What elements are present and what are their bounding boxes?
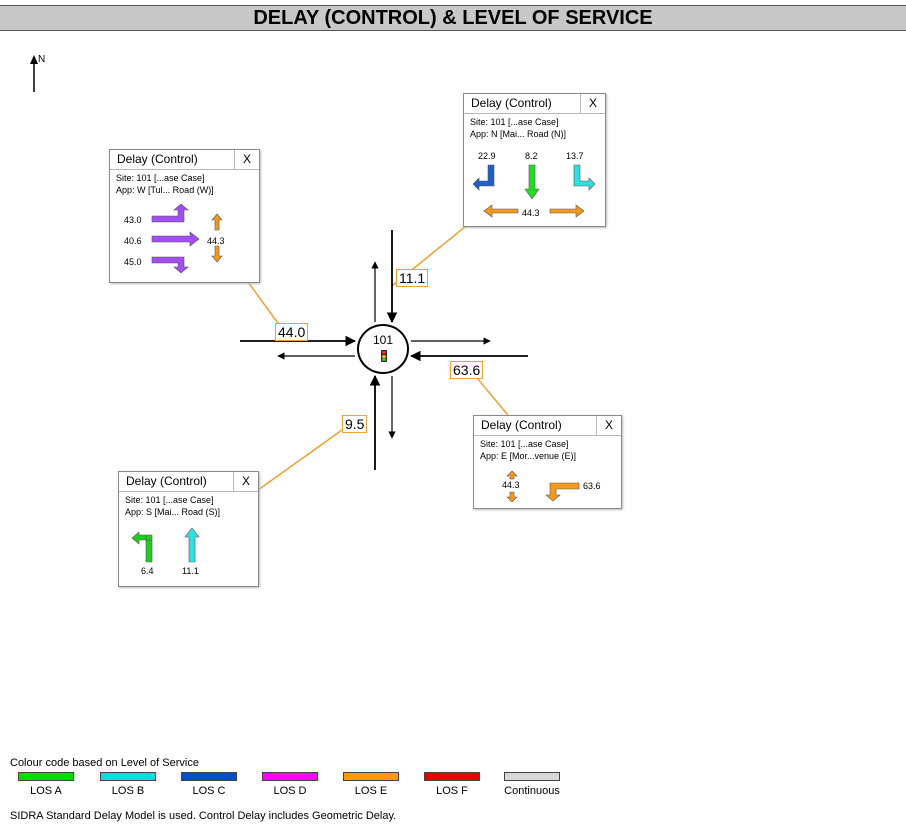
right-turn-delay: 45.0 [124,257,142,267]
approach-delay-east: 63.6 [450,361,484,379]
approach-text: App: S [Mai... Road (S)] [125,507,221,517]
approach-delay-north: 11.1 [396,269,429,287]
close-button[interactable]: X [233,472,258,491]
pedestrian-arrow-icon [211,213,223,263]
popup-info: Site: 101 [...ase Case] App: S [Mai... R… [125,494,220,518]
pedestrian-delay: 44.3 [207,236,225,246]
popup-title: Delay (Control) [474,416,621,436]
popup-title: Delay (Control) [110,150,259,170]
approach-text: App: N [Mai... Road (N)] [470,129,567,139]
legend-label: LOS E [354,785,388,797]
north-label: N [38,54,46,65]
delay-popup-west: Delay (Control) X Site: 101 [...ase Case… [109,149,260,283]
left-turn-delay: 6.4 [141,566,154,576]
legend-item: LOS E [343,772,399,798]
legend-swatch [100,772,156,781]
legend-label: LOS A [30,785,62,797]
delay-popup-south: Delay (Control) X Site: 101 [...ase Case… [118,471,259,587]
movement-arrows [506,470,580,503]
legend-swatch [181,772,237,781]
right-turn-delay: 22.9 [478,151,496,161]
popup-info: Site: 101 [...ase Case] App: N [Mai... R… [470,116,566,140]
legend-title: Colour code based on Level of Service [10,757,199,769]
approach-delay-west: 44.0 [275,323,309,341]
through-arrow-icon [151,231,200,247]
popup-title: Delay (Control) [464,94,605,114]
site-text: Site: 101 [...ase Case] [125,495,214,505]
north-arrow-icon [30,55,38,92]
legend-swatch [262,772,318,781]
footnote: SIDRA Standard Delay Model is used. Cont… [10,810,397,822]
left-turn-arrow-icon [151,203,189,223]
right-turn-arrow-icon [472,164,495,191]
legend-label: LOS D [273,785,307,797]
through-arrow-icon [184,527,200,563]
legend-item: LOS D [262,772,318,798]
site-text: Site: 101 [...ase Case] [470,117,559,127]
delay-popup-north: Delay (Control) X Site: 101 [...ase Case… [463,93,606,227]
legend-label: LOS F [436,785,468,797]
legend-item: LOS C [181,772,237,798]
approach-text: App: E [Mor...venue (E)] [480,451,577,461]
pedestrian-arrow-icon [483,204,585,218]
close-button[interactable]: X [234,150,259,169]
pedestrian-delay: 44.3 [502,480,520,490]
through-delay: 11.1 [182,566,199,576]
left-turn-delay: 63.6 [583,481,601,491]
node-id: 101 [372,333,394,347]
left-turn-delay: 43.0 [124,215,142,225]
right-turn-arrow-icon [151,256,189,274]
left-turn-arrow-icon [573,164,596,191]
legend-label: LOS B [111,785,145,797]
legend-swatch [504,772,560,781]
delay-popup-east: Delay (Control) X Site: 101 [...ase Case… [473,415,622,509]
movement-arrows [151,203,223,274]
left-turn-arrow-icon [131,531,153,563]
legend-swatch [18,772,74,781]
movement-arrows [472,164,596,218]
legend-item: LOS F [424,772,480,798]
through-arrow-icon [524,164,540,200]
legend-label: Continuous [504,785,560,797]
through-delay: 40.6 [124,236,142,246]
approach-delay-south: 9.5 [342,415,368,433]
legend-item: LOS B [100,772,156,798]
intersection-node[interactable]: 101 [357,324,409,374]
approach-text: App: W [Tul... Road (W)] [116,185,214,195]
through-delay: 8.2 [525,151,538,161]
leader-line-west [247,281,281,327]
movement-arrows [131,527,200,563]
legend-swatch [343,772,399,781]
leader-line-east [471,371,513,421]
popup-title: Delay (Control) [119,472,258,492]
north-arrow: N [30,55,45,98]
traffic-signal-icon [381,350,387,362]
left-turn-delay: 13.7 [566,151,584,161]
close-button[interactable]: X [596,416,621,435]
legend-swatch [424,772,480,781]
close-button[interactable]: X [580,94,605,113]
pedestrian-arrow-icon [506,470,518,503]
site-text: Site: 101 [...ase Case] [480,439,569,449]
page-title: DELAY (CONTROL) & LEVEL OF SERVICE [0,5,906,31]
legend-label: LOS C [192,785,226,797]
popup-info: Site: 101 [...ase Case] App: E [Mor...ve… [480,438,576,462]
pedestrian-delay: 44.3 [522,208,540,218]
site-text: Site: 101 [...ase Case] [116,173,205,183]
legend-item: LOS A [18,772,74,798]
leader-line-south [257,429,343,491]
legend-item: Continuous [504,772,560,798]
left-turn-arrow-icon [545,482,580,502]
popup-info: Site: 101 [...ase Case] App: W [Tul... R… [116,172,214,196]
